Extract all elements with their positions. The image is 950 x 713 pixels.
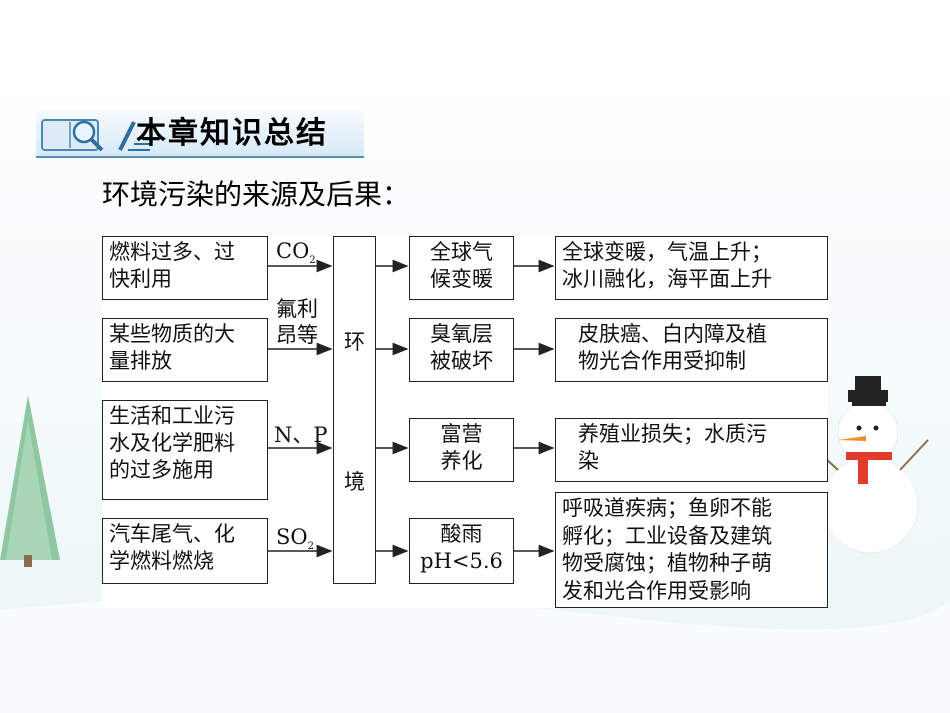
pollution-flow-diagram: 燃料过多、过 快利用 某些物质的大 量排放 生活和工业污 水及化学肥料 的过多施… [102,236,828,608]
pollutant-co2-sub: 2 [309,255,316,267]
source-4-line-1: 汽车尾气、化 [109,522,235,546]
book-magnifier-icon [41,119,104,152]
source-box-4: 汽车尾气、化 学燃料燃烧 [102,518,268,584]
consequence-box-1: 全球变暖，气温上升； 冰川融化，海平面上升 [555,236,828,300]
problem-2-line-1: 臭氧层 [430,322,493,346]
consequence-3-line-2: 染 [578,449,599,473]
banner-stripes-icon [118,121,154,151]
consequence-2-line-2: 物光合作用受抑制 [578,349,746,373]
connector-arrows [268,259,555,558]
problem-1-line-2: 候变暖 [430,267,493,291]
pollutant-so2-main: SO [276,525,308,549]
problem-1-line-1: 全球气 [430,240,493,264]
source-box-2: 某些物质的大 量排放 [102,318,268,382]
consequence-1-line-1: 全球变暖，气温上升； [562,240,772,264]
consequence-4-line-2: 孵化；工业设备及建筑 [562,523,772,548]
source-2-line-1: 某些物质的大 [109,322,235,346]
source-4-line-2: 学燃料燃烧 [109,549,214,573]
problem-4-line-2: pH<5.6 [420,549,503,573]
problem-box-1: 全球气 候变暖 [409,236,514,300]
consequence-4-line-4: 发和光合作用受影响 [562,578,751,603]
source-1-line-1: 燃料过多、过 [109,240,235,264]
diagram-subtitle: 环境污染的来源及后果： [102,178,411,211]
source-box-1: 燃料过多、过 快利用 [102,236,268,300]
consequence-box-2: 皮肤癌、白内障及植 物光合作用受抑制 [555,318,828,382]
environment-char-1: 环 [344,330,365,354]
source-1-line-2: 快利用 [109,267,172,291]
pollutant-cfc-line-1: 氟利 [276,297,318,321]
consequence-box-4: 呼吸道疾病；鱼卵不能 孵化；工业设备及建筑 物受腐蚀；植物种子萌 发和光合作用受… [555,492,828,608]
source-3-line-1: 生活和工业污 [109,404,235,428]
pollutant-so2-sub: 2 [307,541,314,553]
problem-box-4: 酸雨 pH<5.6 [409,518,514,584]
pollutant-co2-main: CO [276,239,310,263]
environment-char-2: 境 [344,470,365,494]
consequence-3-line-1: 养殖业损失；水质污 [578,422,767,446]
snowman-icon [811,376,929,554]
pollutant-cfc: 氟利 昂等 [276,296,318,348]
source-3-line-2: 水及化学肥料 [109,431,235,455]
pollutant-np-main: N、P [274,423,328,447]
pollutant-np: N、P [274,422,328,448]
problem-box-2: 臭氧层 被破坏 [409,318,514,382]
consequence-4-line-3: 物受腐蚀；植物种子萌 [562,551,772,575]
consequence-1-line-2: 冰川融化，海平面上升 [562,267,772,291]
problem-box-3: 富营 养化 [409,418,514,482]
consequence-4-line-1: 呼吸道疾病；鱼卵不能 [562,496,772,520]
problem-2-line-2: 被破坏 [430,349,493,373]
consequence-2-line-1: 皮肤癌、白内障及植 [578,322,767,346]
environment-box: 环 境 [333,236,376,584]
source-3-line-3: 的过多施用 [109,458,214,482]
chapter-title: 本章知识总结 [136,116,328,151]
consequence-box-3: 养殖业损失；水质污 染 [555,418,828,482]
tree-icon [0,395,60,567]
source-2-line-2: 量排放 [109,349,172,373]
pollutant-co2: CO2 [276,238,316,274]
pollutant-cfc-line-2: 昂等 [276,323,318,347]
problem-3-line-2: 养化 [440,449,483,473]
problem-3-line-1: 富营 [440,422,483,446]
source-box-3: 生活和工业污 水及化学肥料 的过多施用 [102,400,268,500]
pollutant-so2: SO2 [276,524,314,560]
chapter-banner: 本章知识总结 [36,110,364,158]
problem-4-line-1: 酸雨 [440,522,483,546]
